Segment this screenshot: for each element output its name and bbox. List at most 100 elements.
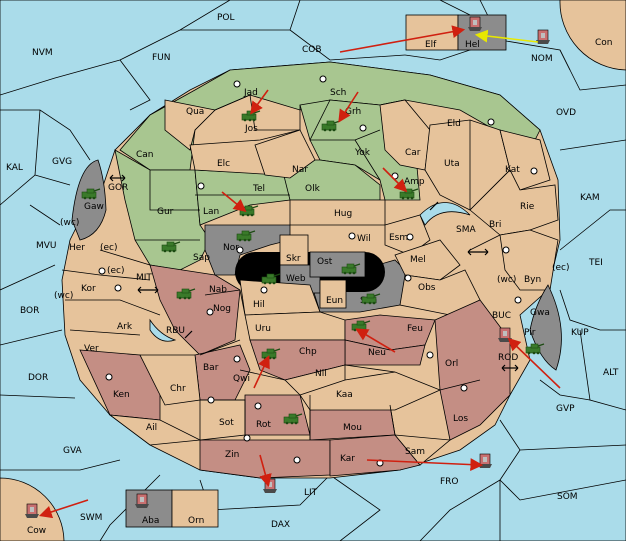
label-kam: KAM	[580, 193, 600, 203]
label-cow: Cow	[27, 526, 46, 536]
region-con[interactable]	[559, 0, 626, 71]
label-esm: Esm	[389, 233, 408, 243]
region-kar[interactable]	[329, 434, 421, 477]
label-chr: Chr	[170, 384, 186, 394]
region-orn[interactable]	[171, 489, 219, 528]
region-sam[interactable]	[394, 434, 451, 466]
label-rbu: RBU	[166, 326, 185, 336]
label-gvp: GVP	[556, 404, 575, 414]
supply-centers	[98, 75, 538, 467]
label-ovd: OVD	[556, 108, 576, 118]
label-uru: Uru	[255, 324, 271, 334]
label-nor: Nor	[223, 243, 239, 253]
label-sot: Sot	[219, 418, 234, 428]
label-nog: Nog	[213, 304, 231, 314]
land-boundaries	[61, 94, 501, 440]
label-nab: Nab	[209, 285, 227, 295]
label-ail: Ail	[146, 423, 157, 433]
label-rot: Rot	[256, 420, 271, 430]
label-ec-her: (ec)	[100, 243, 118, 253]
label-olk: Olk	[305, 184, 321, 194]
label-gvg: GVG	[52, 157, 72, 167]
label-mvu: MVU	[36, 241, 57, 251]
fleet-cow	[24, 503, 40, 519]
label-orl: Orl	[445, 359, 458, 369]
label-mou: Mou	[343, 423, 362, 433]
label-yok: Yok	[354, 148, 371, 158]
label-kat: Kat	[505, 165, 520, 175]
label-ark: Ark	[117, 322, 133, 332]
label-wc-byn: (wc)	[497, 275, 516, 285]
label-mit: MIT	[136, 273, 152, 283]
label-wil: Wil	[357, 234, 371, 244]
label-bri: Bri	[489, 220, 501, 230]
region-skr[interactable]	[279, 234, 309, 266]
label-elf: Elf	[425, 40, 437, 50]
label-car: Car	[405, 148, 421, 158]
label-wc-her: (wc)	[60, 218, 79, 228]
region-mel[interactable]	[394, 239, 461, 281]
region-zin[interactable]	[199, 439, 331, 479]
coast-labels: (wc) (ec) (ec) (wc) (wc) (ec)	[54, 218, 570, 301]
region-qua[interactable]	[164, 99, 216, 151]
fleet-nom	[535, 29, 551, 45]
label-aba: Aba	[142, 516, 159, 526]
label-byn: Byn	[524, 275, 541, 285]
region-aba[interactable]	[125, 489, 173, 528]
label-uta: Uta	[444, 159, 460, 169]
label-hel: Hel	[465, 40, 480, 50]
label-skr: Skr	[286, 254, 301, 264]
label-eld: Eld	[447, 119, 461, 129]
label-gur: Gur	[157, 207, 174, 217]
label-sap: Sap	[193, 253, 210, 263]
fleet-rod	[497, 327, 513, 343]
label-nar: Nar	[292, 165, 308, 175]
label-gaw: Gaw	[84, 202, 104, 212]
fleet-aba	[134, 493, 150, 509]
label-lan: Lan	[203, 207, 219, 217]
label-web: Web	[286, 274, 306, 284]
label-chp: Chp	[299, 347, 317, 357]
label-feu: Feu	[407, 324, 423, 334]
label-ken: Ken	[113, 390, 130, 400]
label-obs: Obs	[418, 283, 436, 293]
label-hil: Hil	[253, 300, 265, 310]
label-mel: Mel	[410, 255, 426, 265]
label-orn: Orn	[188, 516, 204, 526]
label-gva: GVA	[63, 446, 83, 456]
label-neu: Neu	[368, 348, 386, 358]
region-eun[interactable]	[319, 279, 347, 309]
label-tel: Tel	[252, 184, 265, 194]
label-ost: Ost	[317, 257, 333, 267]
label-ec-byn: (ec)	[552, 263, 570, 273]
region-nab-nog[interactable]	[149, 264, 241, 356]
label-nvm: NVM	[32, 48, 53, 58]
label-pir: Pir	[524, 328, 536, 338]
label-rie: Rie	[520, 202, 535, 212]
label-pol: POL	[217, 13, 235, 23]
region-nar[interactable]	[254, 129, 316, 179]
fleet-lit	[262, 478, 278, 494]
region-orl-los[interactable]	[434, 299, 511, 441]
label-ver: Ver	[84, 344, 99, 354]
label-fun: FUN	[152, 53, 171, 63]
label-eun: Eun	[326, 296, 343, 306]
label-som: SOM	[557, 492, 578, 502]
label-jos: Jos	[244, 124, 258, 134]
region-hil[interactable]	[239, 279, 321, 316]
label-dor: DOR	[28, 373, 48, 383]
label-rod: ROD	[498, 353, 518, 363]
region-nor[interactable]	[204, 224, 291, 276]
region-ken[interactable]	[79, 349, 161, 421]
label-qwi: Qwi	[233, 374, 250, 384]
sea-labels: POL NVM FUN COB NOM Con OVD KAL GVG GOR …	[6, 13, 619, 536]
label-jad: Jad	[243, 88, 258, 98]
land-labels: Jad Sch Qua Jos Grh Eld Can Car Yok Elc …	[69, 40, 550, 526]
region-gaw[interactable]	[71, 159, 107, 241]
label-dax: DAX	[271, 520, 290, 530]
label-kaa: Kaa	[336, 390, 353, 400]
label-buc: BUC	[492, 311, 511, 321]
label-los: Los	[453, 414, 468, 424]
label-nil: Nil	[315, 369, 327, 379]
